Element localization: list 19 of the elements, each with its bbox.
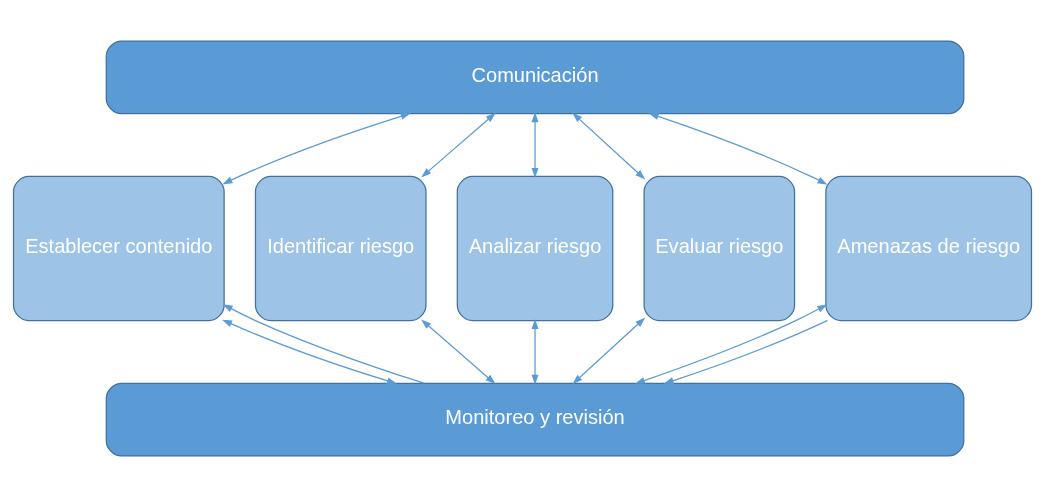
node-box: Monitoreo y revisión bbox=[105, 382, 965, 457]
node-box: Evaluar riesgo bbox=[643, 175, 796, 322]
node-box: Analizar riesgo bbox=[456, 175, 614, 322]
node-box: Establecer contenido bbox=[12, 175, 225, 322]
arrow bbox=[421, 112, 496, 178]
arrow bbox=[531, 112, 539, 179]
arrow bbox=[572, 317, 646, 385]
arrow bbox=[648, 113, 828, 185]
node-box: Comunicación bbox=[105, 40, 965, 115]
node-box: Amenazas de riesgo bbox=[825, 175, 1033, 322]
arrow bbox=[222, 319, 397, 385]
node-box: Identificar riesgo bbox=[254, 175, 427, 322]
arrow bbox=[421, 319, 496, 385]
arrow bbox=[531, 318, 539, 385]
arrow bbox=[634, 304, 828, 384]
arrow bbox=[222, 112, 411, 185]
arrow bbox=[663, 319, 829, 384]
arrow bbox=[222, 304, 425, 384]
arrow bbox=[572, 112, 646, 180]
